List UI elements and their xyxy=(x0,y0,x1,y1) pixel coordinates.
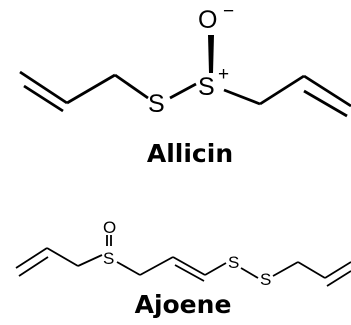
ajoene-bond-c7-c8 xyxy=(297,261,326,279)
allicin-name-label: Allicin xyxy=(147,139,233,168)
ajoene-oxygen-atom: O xyxy=(103,218,116,237)
ajoene-bond-s-c7 xyxy=(272,261,299,277)
ajoene-sulfur-middle-atom: S xyxy=(228,253,239,272)
ajoene-double-bond-c1-c2 xyxy=(18,256,49,277)
allicin-double-bond-c1-c2 xyxy=(23,84,64,113)
allicin-oxygen-atom: O xyxy=(198,6,217,34)
allicin-bond-s-s xyxy=(169,82,197,100)
allicin-bond-c5-c6 xyxy=(303,74,351,108)
allicin-bond-c1-c2 xyxy=(19,70,68,105)
ajoene-bond-c5-c6 xyxy=(172,256,206,276)
allicin-bond-c4-c5 xyxy=(259,74,305,106)
ajoene-structure: O S S S Ajoene xyxy=(15,218,351,319)
ajoene-bond-c1-c2 xyxy=(15,247,48,269)
allicin-sulfur-left-atom: S xyxy=(148,90,165,118)
allicin-oxygen-charge: − xyxy=(223,1,234,22)
ajoene-bond-c8-c9 xyxy=(324,261,351,279)
allicin-sulfur-right-atom: S xyxy=(198,73,215,101)
allicin-wedge-bond-s-o xyxy=(208,35,214,73)
ajoene-double-bond-c5-c6 xyxy=(174,264,205,282)
ajoene-double-bond-c8-c9 xyxy=(326,270,351,287)
ajoene-bond-c3-s xyxy=(77,254,103,267)
allicin-bond-c2-c3 xyxy=(66,73,116,105)
ajoene-sulfur-sulfoxide-atom: S xyxy=(103,249,114,268)
allicin-bond-c3-s xyxy=(114,73,149,100)
ajoene-sulfur-right-atom: S xyxy=(260,270,271,289)
allicin-double-bond-c5-c6 xyxy=(303,89,348,118)
allicin-structure: O − S S + Allicin xyxy=(19,1,351,168)
ajoene-bond-s-c4 xyxy=(116,261,141,276)
ajoene-bond-c2-c3 xyxy=(46,247,79,267)
ajoene-bond-s-s xyxy=(240,267,259,279)
ajoene-bond-c4-c5 xyxy=(139,256,174,276)
ajoene-name-label: Ajoene xyxy=(135,290,232,319)
ajoene-bond-c6-s xyxy=(204,262,227,276)
allicin-bond-s-c4 xyxy=(223,88,261,106)
allicin-sulfur-charge: + xyxy=(218,64,229,85)
